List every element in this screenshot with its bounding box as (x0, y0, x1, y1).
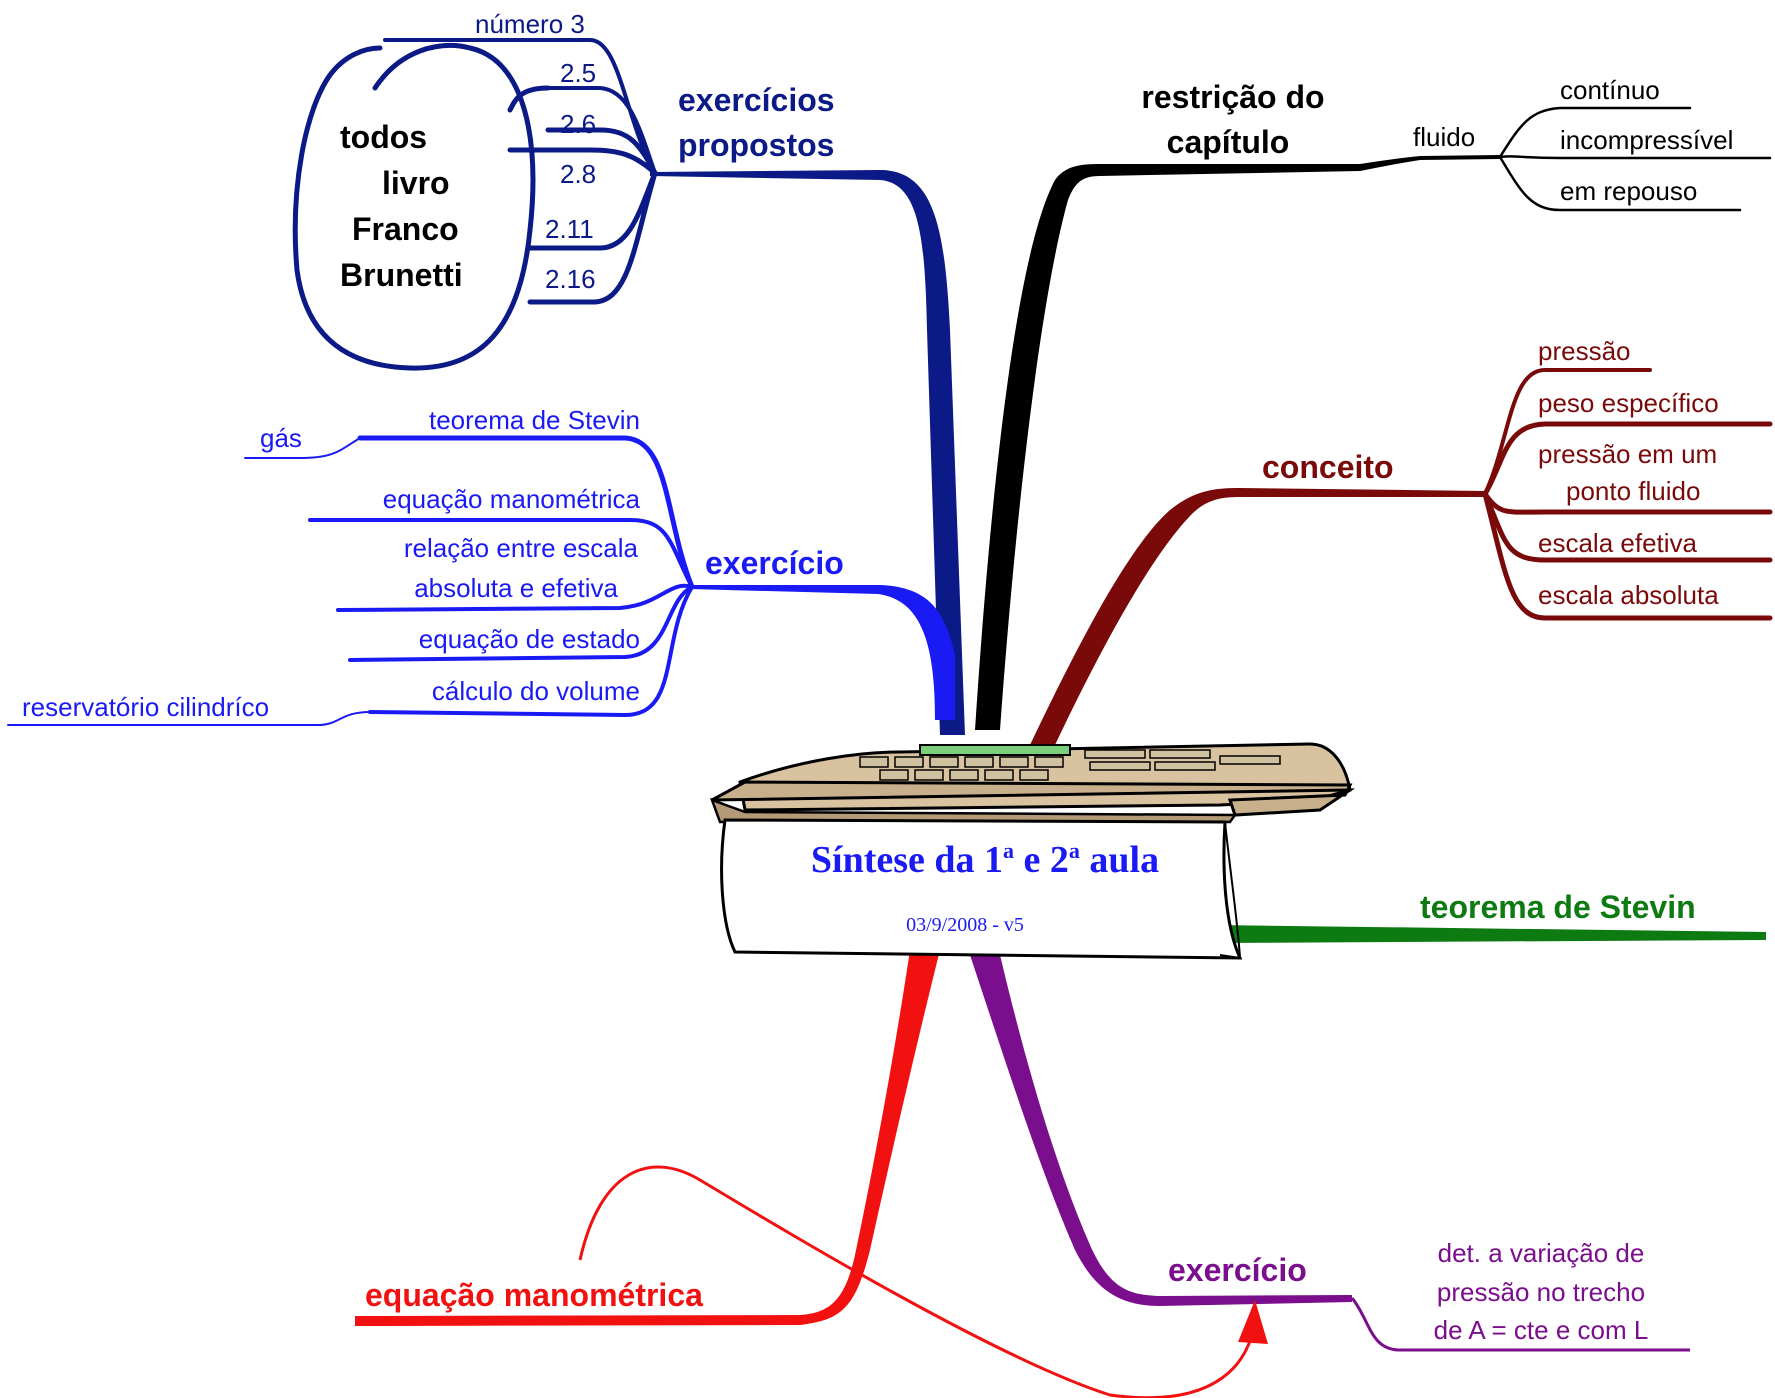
exercicio-item: relação entre escala (404, 533, 639, 563)
branch-exercicios-propostos (650, 170, 965, 735)
conceito-item: escala efetiva (1538, 528, 1698, 558)
blue-sub-branches (7, 435, 695, 726)
group-note-line: todos (340, 119, 427, 155)
purple-sub-branch (1350, 1297, 1690, 1352)
restricao-item: incompressível (1560, 125, 1733, 155)
restricao-sub: fluido (1413, 122, 1475, 152)
exercicio-bottom-label: exercício (1168, 1252, 1307, 1288)
restricao-item: em repouso (1560, 176, 1697, 206)
branch-stevin (1215, 925, 1766, 943)
conceito-item: ponto fluido (1566, 476, 1700, 506)
black-sub-branches (1498, 106, 1772, 212)
manometrica-label: equação manométrica (365, 1277, 703, 1313)
group-note-line: livro (382, 165, 450, 201)
conceito-label: conceito (1262, 449, 1394, 485)
restricao-item: contínuo (1560, 75, 1660, 105)
proposto-item: 2.8 (560, 159, 596, 189)
exercicio-bottom-desc: det. a variação de (1438, 1238, 1645, 1268)
central-book-image (709, 742, 1356, 960)
conceito-item: escala absoluta (1538, 580, 1719, 610)
exercicio-left-label: exercício (705, 545, 844, 581)
exercicio-item: equação manométrica (383, 484, 641, 514)
center-title: Síntese da 1a e 2a aula (811, 838, 1159, 881)
exercicios-propostos-label-2: propostos (678, 127, 834, 163)
exercicio-item: teorema de Stevin (429, 405, 640, 435)
relation-arrowhead (1238, 1300, 1268, 1344)
proposto-item: 2.6 (560, 109, 596, 139)
exercicio-item: absoluta e efetiva (414, 573, 618, 603)
proposto-item: 2.16 (545, 264, 596, 294)
branch-restricao (975, 164, 1360, 730)
branch-exercicio-bottom (970, 955, 1352, 1306)
navy-sub-branches (383, 38, 658, 305)
exercicio-bottom-desc: pressão no trecho (1437, 1277, 1645, 1307)
branch-restricao-tail (1360, 155, 1500, 171)
exercicio-bottom-desc: de A = cte e com L (1434, 1315, 1649, 1345)
group-note-line: Franco (352, 211, 459, 247)
exercicio-sub-gas: gás (260, 423, 302, 453)
conceito-item: peso específico (1538, 388, 1719, 418)
exercicio-sub-reservatorio: reservatório cilindríco (22, 692, 269, 722)
maroon-sub-branches (1482, 368, 1773, 621)
conceito-item: pressão em um (1538, 439, 1717, 469)
group-note-line: Brunetti (340, 257, 463, 293)
exercicio-item: cálculo do volume (432, 676, 640, 706)
relation-arrow (578, 1165, 1257, 1398)
conceito-item: pressão (1538, 336, 1631, 366)
group-outline (292, 42, 536, 371)
restricao-label-2: capítulo (1167, 124, 1290, 160)
proposto-item: 2.5 (560, 58, 596, 88)
proposto-item: número 3 (475, 9, 585, 39)
exercicio-item: equação de estado (419, 624, 640, 654)
restricao-label-1: restrição do (1141, 79, 1324, 115)
stevin-label: teorema de Stevin (1420, 889, 1696, 925)
exercicios-propostos-label-1: exercícios (678, 82, 835, 118)
proposto-item: 2.11 (545, 214, 594, 244)
branch-exercicio-left (690, 585, 955, 720)
center-subtitle: 03/9/2008 - v5 (906, 914, 1024, 936)
branch-conceito (1030, 488, 1485, 745)
